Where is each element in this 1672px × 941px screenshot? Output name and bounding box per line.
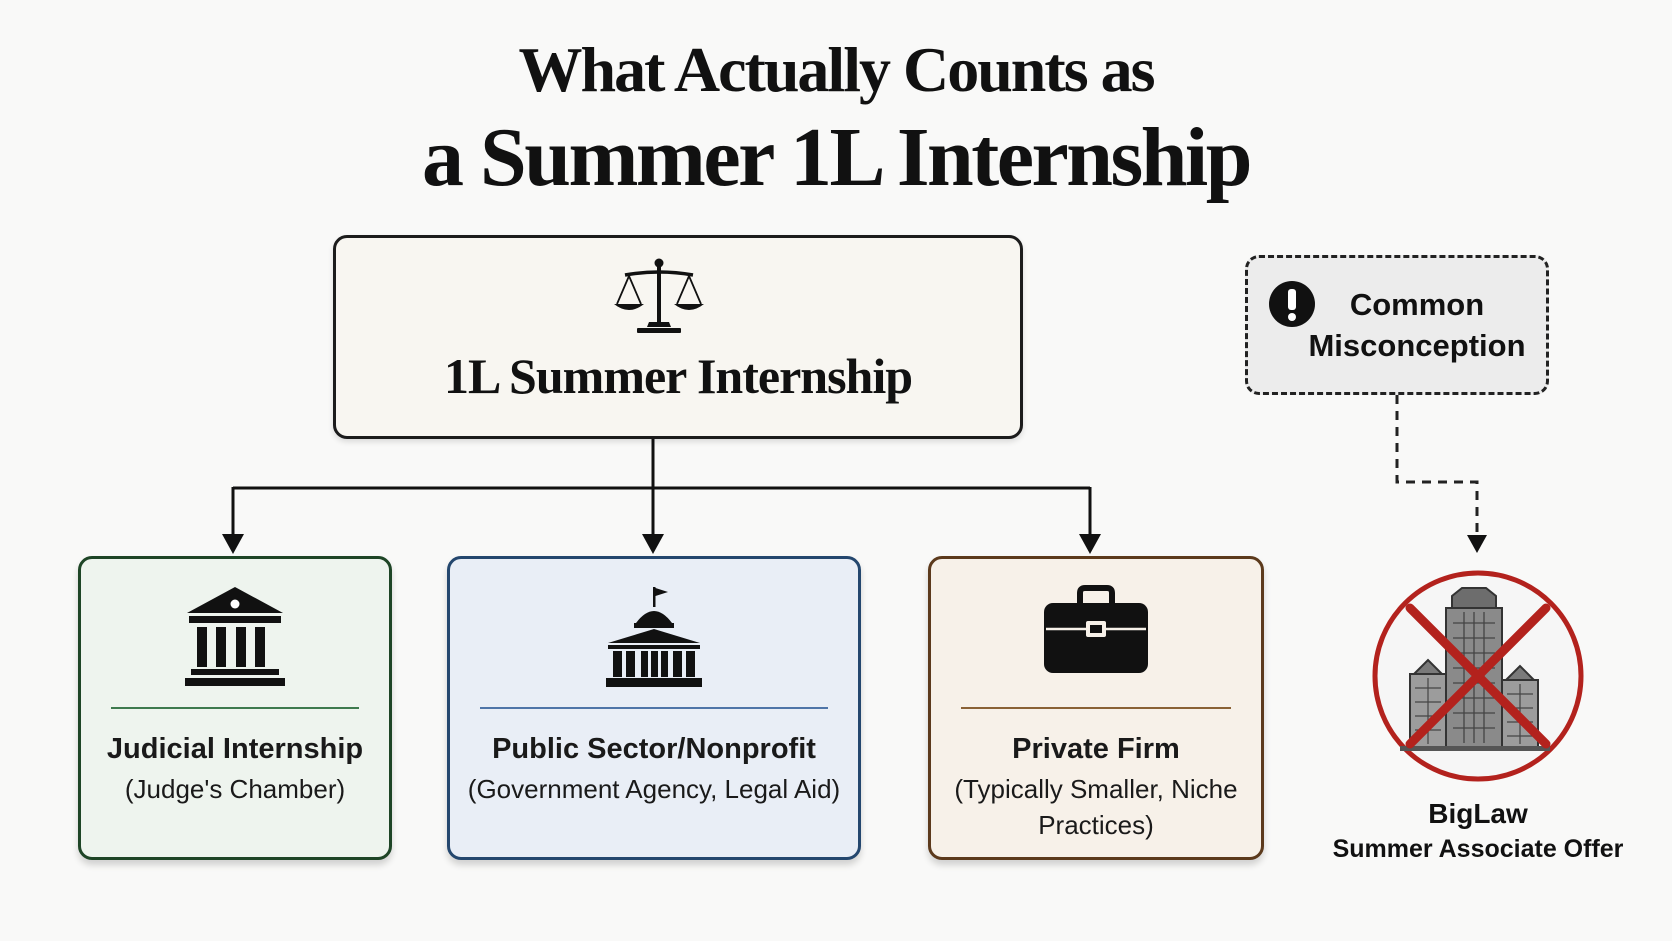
briefcase-icon	[1044, 585, 1148, 673]
scales-of-justice-icon	[614, 258, 704, 333]
card-heading: Private Firm	[1012, 733, 1180, 765]
branch-card-public-sector-nonprofit: Public Sector/Nonprofit (Government Agen…	[447, 556, 861, 860]
root-node-1l-summer-internship: 1L Summer Internship	[333, 235, 1023, 439]
branch-card-private-firm: Private Firm (Typically Smaller, Niche P…	[928, 556, 1264, 860]
root-node-label: 1L Summer Internship	[443, 348, 913, 404]
dashed-connector-misconception	[1395, 395, 1479, 540]
card-subheading: (Typically Smaller, Niche Practices)	[954, 774, 1238, 840]
title-line-2: a Summer 1L Internship	[422, 111, 1252, 204]
card-subheading: (Judge's Chamber)	[124, 774, 346, 804]
arrowhead-private	[1079, 534, 1101, 554]
card-divider	[111, 707, 359, 709]
card-subheading: (Government Agency, Legal Aid)	[467, 774, 841, 804]
arrowhead-biglaw	[1467, 535, 1487, 553]
card-divider	[480, 707, 828, 709]
biglaw-subtitle: Summer Associate Offer	[1332, 835, 1624, 863]
branch-card-judicial-internship: Judicial Internship (Judge's Chamber)	[78, 556, 392, 860]
card-heading: Judicial Internship	[106, 733, 364, 765]
title-line-1: What Actually Counts as	[518, 34, 1156, 105]
government-building-icon	[606, 587, 702, 687]
misconception-label: Common Misconception	[1308, 287, 1526, 363]
card-divider	[961, 707, 1231, 709]
crossed-out-skyscrapers-icon	[1372, 570, 1584, 782]
courthouse-icon	[185, 587, 285, 686]
exclamation-icon	[1269, 281, 1315, 327]
diagram-title: What Actually Counts as a Summer 1L Inte…	[0, 30, 1672, 206]
common-misconception-box: Common Misconception	[1245, 255, 1549, 395]
card-heading: Public Sector/Nonprofit	[492, 733, 816, 765]
arrowhead-public	[642, 534, 664, 554]
biglaw-title: BigLaw	[1428, 798, 1528, 829]
arrowhead-judicial	[222, 534, 244, 554]
